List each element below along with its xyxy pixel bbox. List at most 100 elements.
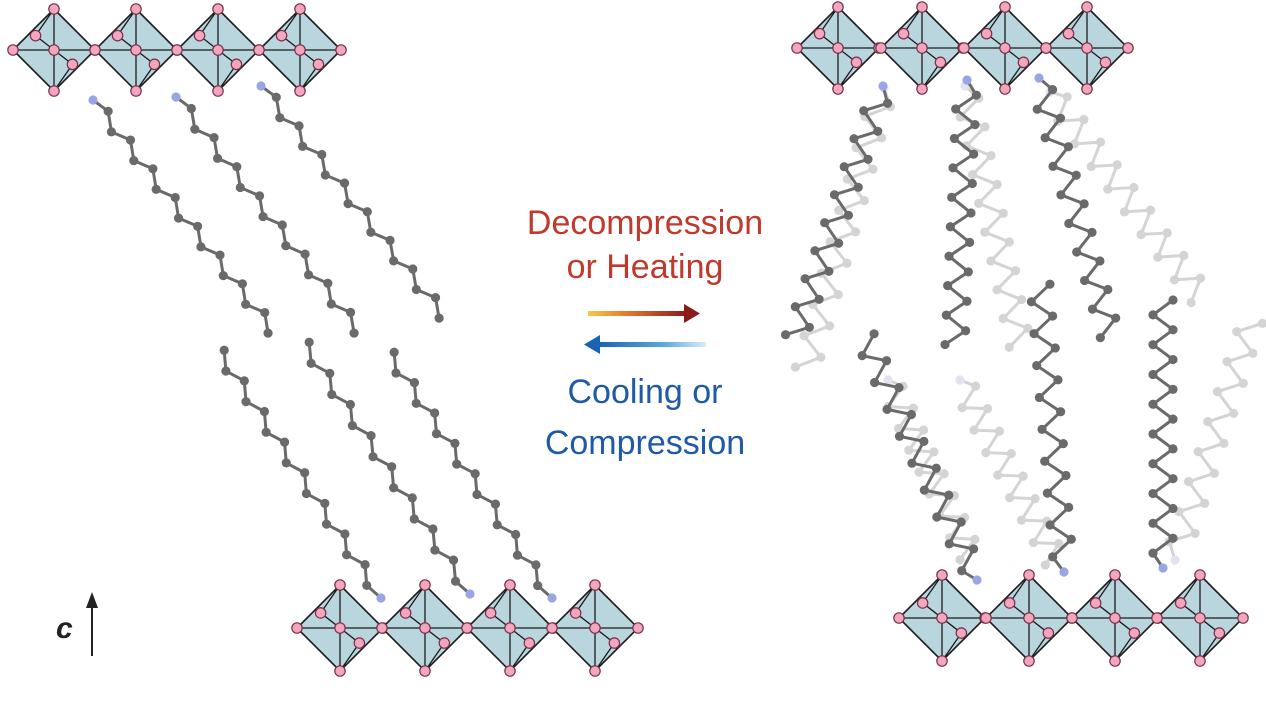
carbon-atom bbox=[317, 149, 327, 160]
halide-atom bbox=[980, 612, 992, 624]
carbon-atom bbox=[472, 489, 482, 500]
octahedron bbox=[461, 579, 559, 677]
halide-atom bbox=[212, 85, 224, 97]
carbon-atom bbox=[1103, 184, 1113, 194]
alkyl-chain bbox=[171, 92, 359, 338]
carbon-atom bbox=[1112, 160, 1122, 170]
halide-atom bbox=[936, 569, 948, 581]
carbon-atom bbox=[254, 191, 265, 201]
carbon-atom bbox=[1129, 182, 1139, 193]
halide-atom bbox=[130, 3, 142, 15]
carbon-atom bbox=[814, 294, 824, 304]
carbon-atom bbox=[434, 313, 444, 323]
carbon-atom bbox=[1045, 279, 1055, 289]
halide-atom bbox=[334, 665, 346, 677]
alkyl-chain-faded bbox=[955, 81, 1033, 352]
carbon-atom bbox=[1061, 470, 1071, 481]
carbon-atom bbox=[949, 133, 959, 144]
halide-atom bbox=[171, 44, 183, 56]
carbon-atom bbox=[1168, 384, 1178, 394]
carbon-atom bbox=[389, 483, 399, 493]
halide-atom bbox=[48, 3, 60, 15]
carbon-atom bbox=[1168, 444, 1178, 454]
carbon-atom bbox=[825, 321, 835, 331]
halide-atom bbox=[1109, 655, 1121, 667]
carbon-atom bbox=[944, 490, 954, 500]
octahedron bbox=[1066, 569, 1164, 667]
carbon-atom bbox=[389, 347, 399, 357]
carbon-atom bbox=[430, 545, 440, 555]
halide-atom bbox=[193, 29, 206, 42]
carbon-atom bbox=[1203, 417, 1213, 427]
halide-atom bbox=[569, 607, 582, 619]
carbon-atom bbox=[340, 529, 350, 539]
carbon-atom bbox=[804, 322, 814, 332]
carbon-atom bbox=[1186, 297, 1196, 308]
carbon-atom bbox=[859, 195, 869, 206]
carbon-atom bbox=[325, 368, 335, 378]
carbon-atom bbox=[1148, 488, 1158, 499]
halide-atom bbox=[1089, 597, 1102, 609]
carbon-atom bbox=[387, 462, 397, 472]
carbon-atom bbox=[360, 560, 370, 570]
carbon-atom bbox=[842, 258, 852, 268]
halide-atom bbox=[1194, 612, 1206, 624]
halide-atom bbox=[999, 1, 1011, 13]
carbon-atom bbox=[1072, 247, 1082, 257]
carbon-atom bbox=[1248, 348, 1258, 358]
carbon-atom bbox=[1058, 439, 1068, 449]
carbon-atom bbox=[320, 170, 330, 180]
carbon-atom bbox=[430, 408, 440, 418]
carbon-atom bbox=[1030, 494, 1040, 504]
halide-atom bbox=[1213, 627, 1226, 639]
carbon-atom bbox=[1168, 533, 1178, 543]
octahedron bbox=[1151, 569, 1249, 667]
halide-atom bbox=[589, 622, 601, 634]
carbon-atom bbox=[366, 431, 376, 441]
carbon-atom bbox=[366, 227, 376, 237]
carbon-atom bbox=[851, 227, 861, 237]
carbon-atom bbox=[300, 468, 310, 478]
carbon-atom bbox=[869, 377, 880, 388]
carbon-atom bbox=[1148, 399, 1158, 409]
carbon-atom bbox=[1168, 503, 1178, 514]
halide-atom bbox=[29, 29, 42, 42]
carbon-atom bbox=[919, 485, 929, 495]
carbon-atom bbox=[1079, 199, 1089, 209]
halide-atom bbox=[461, 622, 473, 634]
perovskite-layer bbox=[791, 1, 1134, 95]
carbon-atom bbox=[170, 192, 180, 203]
carbon-atom bbox=[219, 345, 229, 355]
carbon-atom bbox=[974, 198, 984, 208]
carbon-atom bbox=[919, 436, 929, 446]
carbon-atom bbox=[190, 124, 200, 134]
carbon-atom bbox=[345, 307, 356, 317]
octahedron bbox=[171, 3, 265, 97]
carbon-atom bbox=[1018, 471, 1028, 481]
carbon-atom bbox=[790, 302, 800, 312]
carbon-atom bbox=[1148, 369, 1158, 380]
halide-atom bbox=[376, 622, 388, 634]
carbon-atom bbox=[1111, 313, 1121, 323]
carbon-atom bbox=[986, 256, 996, 266]
carbon-atom bbox=[212, 153, 223, 163]
carbon-atom bbox=[148, 164, 158, 174]
carbon-atom bbox=[1169, 275, 1180, 285]
carbon-atom bbox=[1228, 408, 1239, 418]
carbon-atom bbox=[221, 366, 231, 376]
carbon-atom bbox=[391, 368, 401, 378]
halide-atom bbox=[294, 3, 306, 15]
carbon-atom bbox=[235, 182, 245, 193]
carbon-atom bbox=[993, 470, 1003, 480]
halide-atom bbox=[1023, 612, 1035, 624]
halide-atom bbox=[936, 612, 948, 624]
carbon-atom bbox=[320, 498, 330, 508]
carbon-atom bbox=[271, 92, 281, 102]
carbon-atom bbox=[906, 409, 917, 420]
halide-atom bbox=[291, 622, 303, 634]
nitrogen-atom bbox=[972, 575, 982, 585]
carbon-atom bbox=[326, 299, 336, 309]
carbon-atom bbox=[1062, 92, 1072, 102]
